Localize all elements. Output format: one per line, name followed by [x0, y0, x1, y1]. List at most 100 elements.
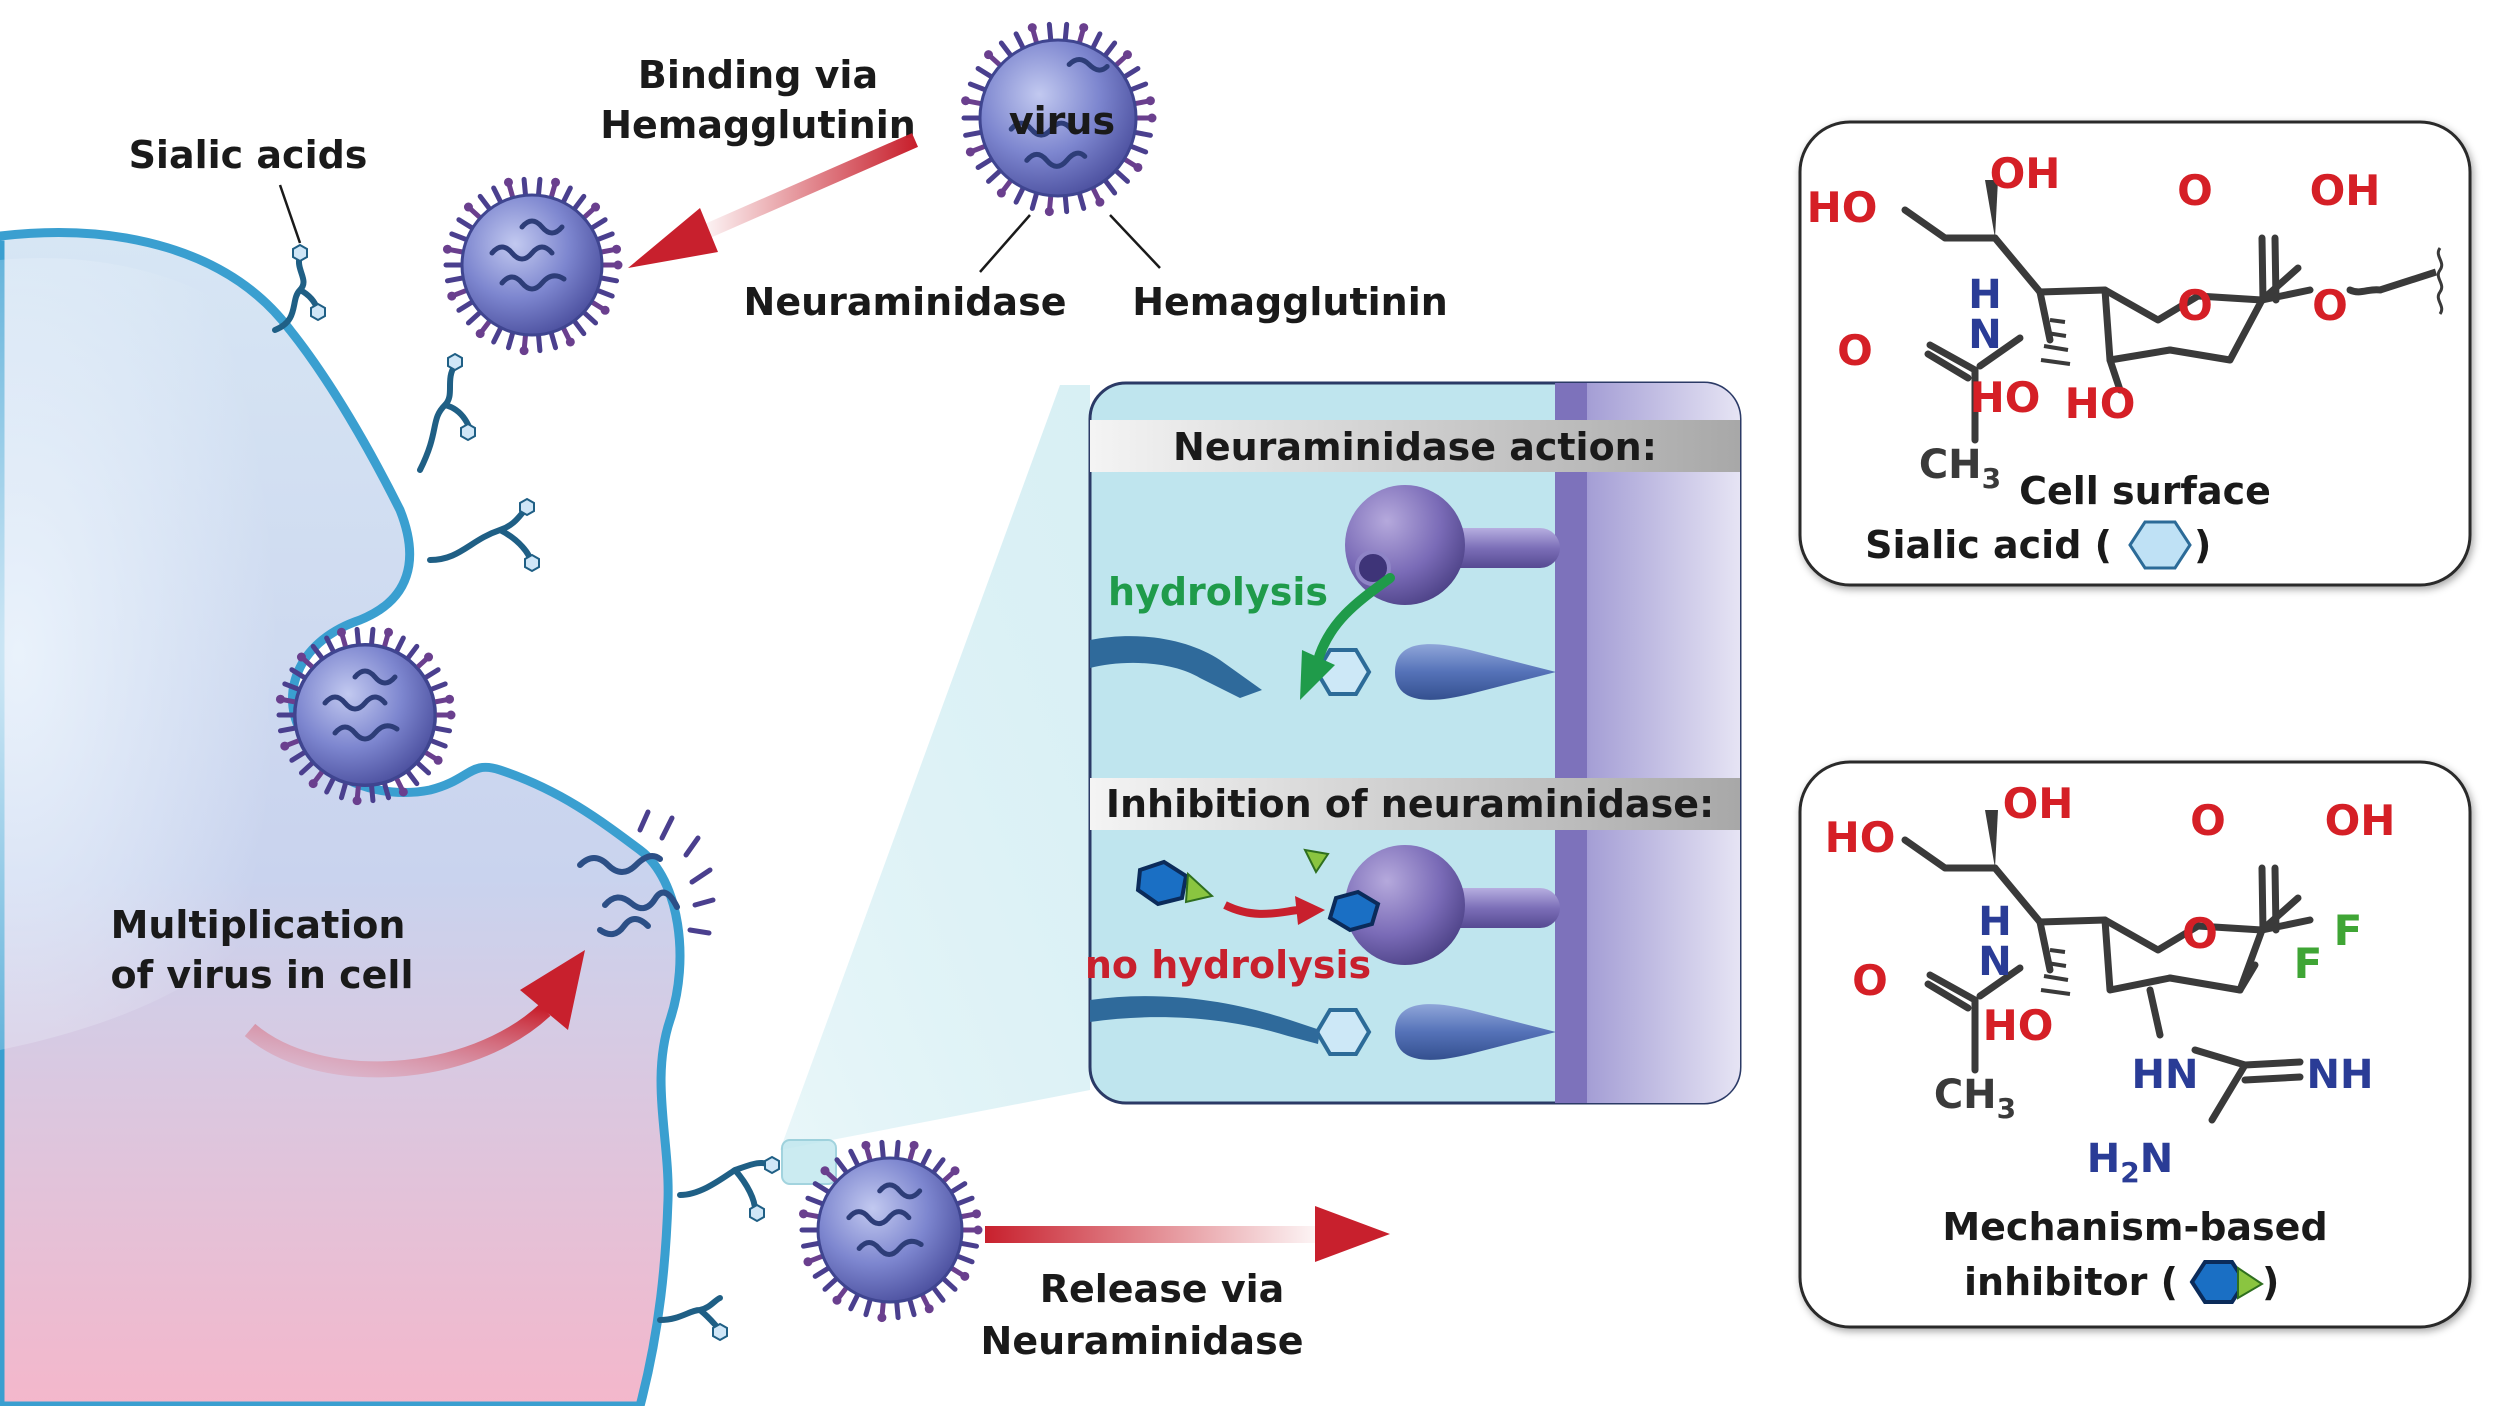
virus-binding	[442, 176, 623, 356]
virus-envelope	[293, 643, 437, 787]
atom-o-link: O	[2312, 281, 2348, 330]
viral-rna	[352, 668, 398, 686]
inh-atom-o-ring: O	[2182, 909, 2218, 958]
atom-n: N	[1968, 312, 2001, 358]
inh-atom-f1: F	[2334, 906, 2363, 955]
label-release-line1: Release via	[1040, 1267, 1285, 1311]
virus-spike-tip	[1122, 50, 1132, 60]
virus-spike-tip	[424, 652, 434, 662]
viral-rna	[489, 244, 555, 262]
hemagglutinin-cone-bottom	[1395, 1004, 1556, 1060]
label-hydrolysis: hydrolysis	[1108, 570, 1328, 614]
inh-atom-hn: HN	[2132, 1052, 2199, 1098]
label-release-line2: Neuraminidase	[981, 1319, 1304, 1363]
sialic-caption-line1: Cell surface	[2019, 469, 2271, 513]
sialic-hexagon-bottom	[1314, 1008, 1372, 1056]
inset-header-action: Neuraminidase action:	[1173, 425, 1657, 469]
virus-spike-tip	[832, 1295, 842, 1305]
atom-h: H	[1968, 272, 2001, 318]
atom-o-carbonyl: O	[2177, 166, 2213, 215]
inh-atom-nh: NH	[2307, 1052, 2374, 1098]
inh-atom-oh-acid: OH	[2325, 796, 2396, 845]
pointer-neuraminidase	[979, 214, 1031, 273]
header-inhibition-bar	[1090, 778, 1740, 830]
virus-spike-tip	[861, 1140, 871, 1150]
label-multiplication-line2: of virus in cell	[111, 953, 414, 997]
virus-spike-tip	[924, 1304, 934, 1314]
label-binding-line1: Binding via	[638, 53, 878, 97]
inhibitor-caption-line1: Mechanism-based	[1942, 1205, 2327, 1249]
virus-spike-tip	[463, 202, 473, 212]
atom-o-amide: O	[1837, 326, 1873, 375]
cleaved-glycan-top	[1090, 636, 1262, 698]
virus-spike-tip	[384, 627, 394, 637]
neuraminidase-protein-top	[1345, 485, 1560, 605]
virus-spike-tip	[973, 1225, 983, 1235]
cell-highlight	[0, 258, 372, 1050]
sialic-caption-line2: Sialic acid (	[1865, 523, 2112, 567]
virus-spike-tip	[1133, 162, 1143, 172]
inh-atom-ho-bottom: HO	[1983, 1001, 2054, 1050]
inh-atom-ho-left: HO	[1825, 813, 1896, 862]
inhibitor-caption-line2: inhibitor (	[1964, 1260, 2178, 1304]
virus-spike-tip	[308, 779, 318, 789]
virus-spike-tip	[503, 177, 513, 187]
viral-rna	[856, 1238, 924, 1257]
label-hemagglutinin: Hemagglutinin	[1132, 280, 1448, 324]
virus-spike-tip	[877, 1313, 887, 1323]
virus-envelope	[460, 193, 604, 337]
virus-spike-tip	[447, 291, 457, 301]
virus-spike-tip	[1044, 207, 1054, 217]
inh-atom-h: H	[1978, 899, 2011, 945]
virus-spike-tip	[446, 710, 456, 720]
virus-spike-tip	[280, 741, 290, 751]
viral-rna	[499, 273, 567, 292]
virus-budding	[275, 626, 456, 806]
inh-atom-n: N	[1978, 939, 2011, 985]
sialic-acid-structure-box: OH HO O OH H N O O O HO HO CH3 Cell surf…	[1798, 120, 2472, 587]
virus-spike-tip	[551, 177, 561, 187]
virus-spike-tip	[398, 787, 408, 797]
virus-spike-tip	[442, 244, 452, 254]
virus-released	[798, 1139, 983, 1323]
label-sialic-acids: Sialic acids	[129, 133, 368, 177]
inhibitor-structure-box: OH HO O OH H N O F F O HO HN NH H2N CH3 …	[1798, 760, 2472, 1329]
budding-spikes	[637, 809, 716, 936]
virus-spike-tip	[1079, 23, 1089, 33]
sialic-hexagon-legend	[2128, 520, 2192, 570]
virus-spike-tip	[275, 694, 285, 704]
atom-oh-top: OH	[1990, 149, 2061, 198]
viral-rna	[1066, 57, 1110, 73]
virus-free	[961, 21, 1157, 217]
virus-envelope	[978, 38, 1138, 198]
virus-spike-tip	[433, 755, 443, 765]
viral-rna	[846, 1209, 912, 1227]
virus-spike-tip	[803, 1257, 813, 1267]
virus-spike-tip	[961, 96, 971, 106]
hydrolysis-arrow	[1300, 573, 1395, 700]
viral-rna	[322, 694, 388, 712]
virus-envelope	[816, 1156, 964, 1304]
virus-spike-tip	[950, 1166, 960, 1176]
virus-spike-tip	[996, 188, 1006, 198]
virus-spike-tip	[591, 202, 601, 212]
virus-spike-tip	[600, 305, 610, 315]
virus-spike-tip	[972, 1209, 982, 1219]
inhibitor-legend-icon	[2189, 1260, 2264, 1304]
label-virus: virus	[1009, 99, 1115, 143]
viral-rna	[1008, 120, 1074, 138]
viral-rna	[332, 723, 400, 742]
virus-spike-tip	[296, 652, 306, 662]
inh-atom-ch3: CH3	[1934, 1072, 2016, 1125]
virus-spike-tip	[475, 329, 485, 339]
inhibition-arrow	[1223, 896, 1325, 925]
inhibitor-caption-close: )	[2262, 1260, 2279, 1304]
hash-bond	[2040, 318, 2071, 366]
viral-rna	[1024, 150, 1088, 169]
viral-rna	[519, 218, 565, 236]
hemagglutinin-cone-top	[1395, 644, 1556, 700]
inh-atom-oh-top: OH	[2003, 779, 2074, 828]
label-multiplication-line1: Multiplication	[111, 903, 406, 947]
virus-spike-tip	[965, 147, 975, 157]
